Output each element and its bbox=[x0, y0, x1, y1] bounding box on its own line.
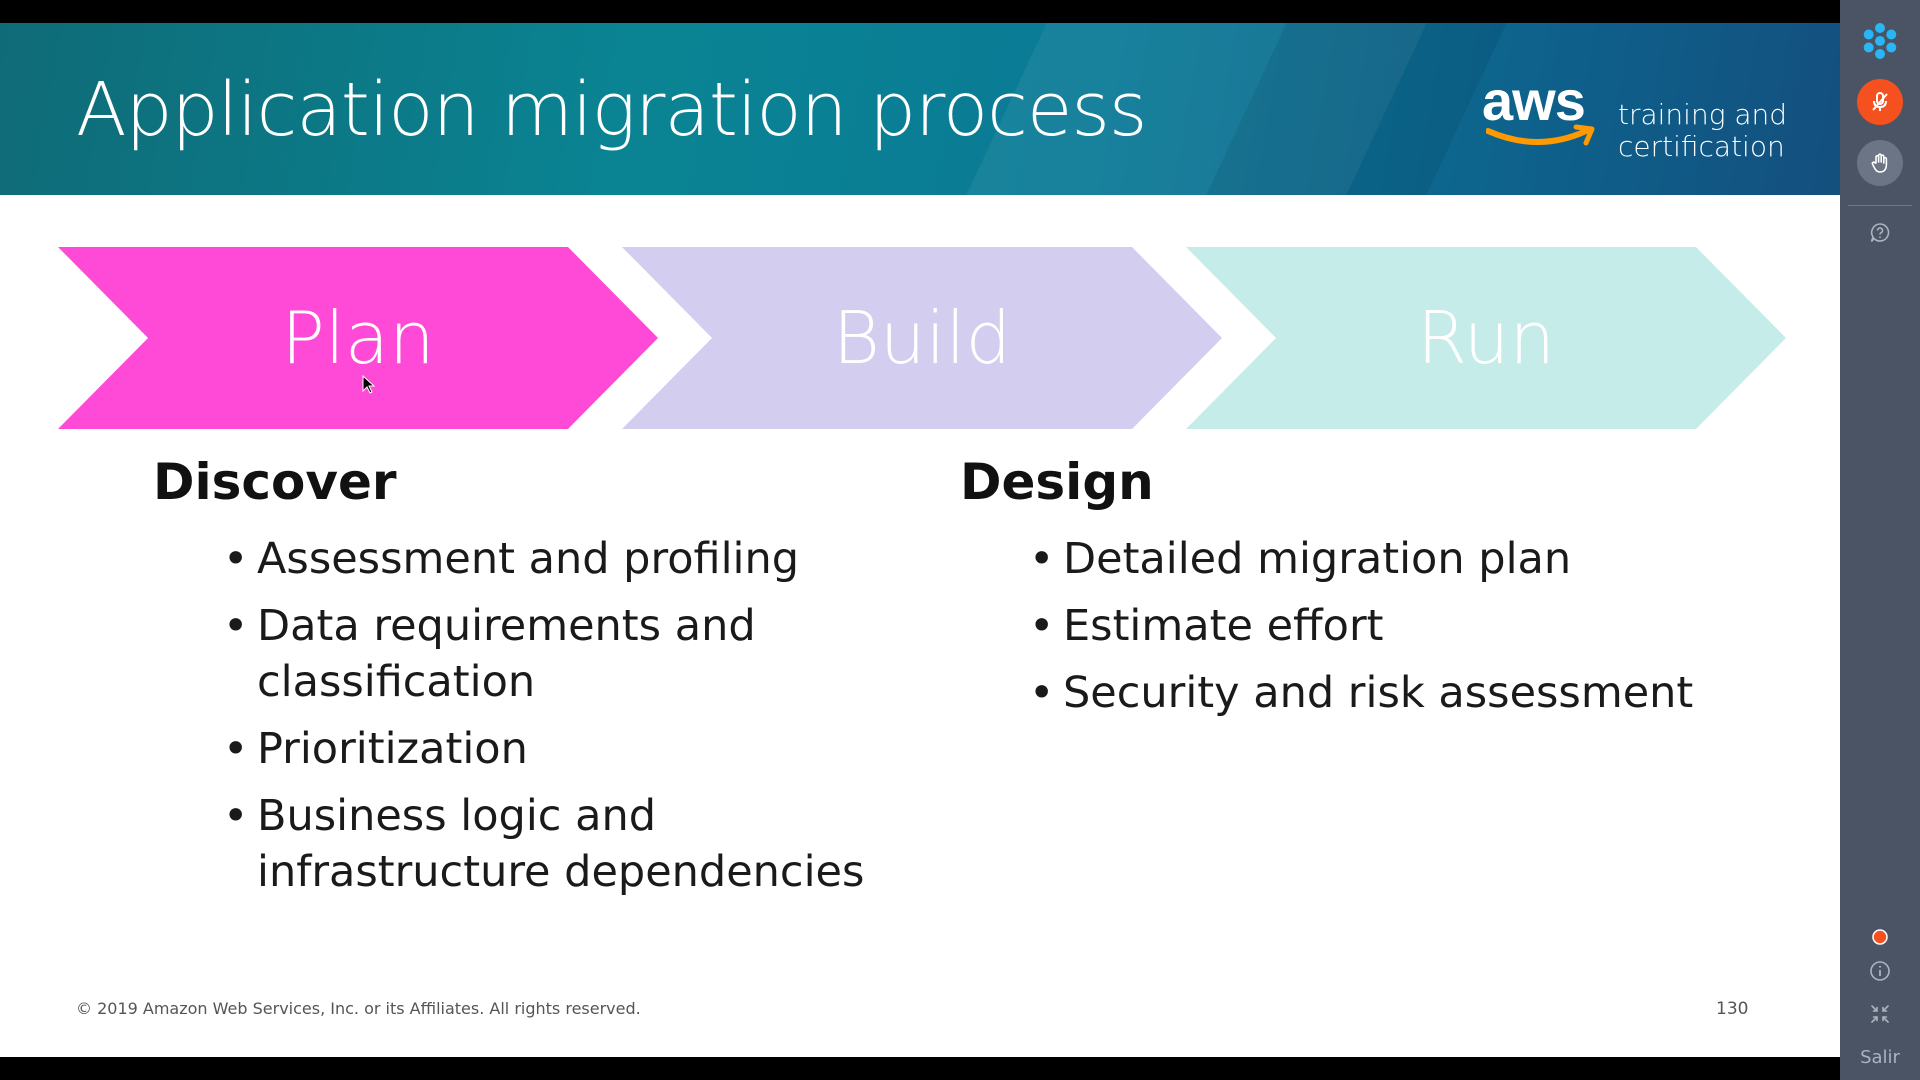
slide-header: Application migration process aws traini… bbox=[0, 23, 1840, 195]
microphone-muted-icon bbox=[1857, 79, 1903, 125]
bullet-glyph: • bbox=[1029, 601, 1055, 651]
list-item: •Assessment and profiling bbox=[223, 531, 923, 587]
sidebar-divider bbox=[1848, 205, 1912, 206]
presentation-slide: Application migration process aws traini… bbox=[0, 23, 1840, 1057]
bullet-glyph: • bbox=[1029, 534, 1055, 584]
recording-indicator bbox=[1840, 925, 1920, 949]
app-logo-icon bbox=[1863, 23, 1897, 59]
copyright-notice: © 2019 Amazon Web Services, Inc. or its … bbox=[76, 999, 641, 1018]
slide-page-number: 130 bbox=[1716, 999, 1749, 1019]
chevron-shape bbox=[622, 247, 1222, 429]
microphone-toggle-button[interactable] bbox=[1840, 77, 1920, 127]
chevron-shape bbox=[1186, 247, 1786, 429]
phase-chevron-run: Run bbox=[1186, 247, 1786, 429]
phase-label-run: Run bbox=[1416, 296, 1556, 380]
aws-tagline-line1: training and bbox=[1618, 98, 1788, 131]
app-logo-button[interactable] bbox=[1840, 16, 1920, 66]
discover-heading: Discover bbox=[153, 453, 397, 511]
bullet-glyph: • bbox=[223, 724, 249, 774]
aws-tagline-line2: certification bbox=[1618, 130, 1785, 163]
bullet-glyph: • bbox=[223, 534, 249, 584]
chevron-shape bbox=[58, 247, 658, 429]
design-list: •Detailed migration plan •Estimate effor… bbox=[1029, 531, 1809, 732]
info-button[interactable] bbox=[1840, 957, 1920, 985]
help-icon bbox=[1870, 223, 1890, 243]
phase-chevron-build: Build bbox=[622, 247, 1222, 429]
bullet-glyph: • bbox=[223, 791, 249, 841]
phase-label-plan: Plan bbox=[281, 296, 435, 380]
exit-button[interactable]: Salir bbox=[1860, 1047, 1900, 1068]
discover-list: •Assessment and profiling •Data requirem… bbox=[223, 531, 923, 911]
aws-wordmark: aws bbox=[1482, 69, 1586, 132]
list-item: •Detailed migration plan bbox=[1029, 531, 1809, 587]
meeting-sidebar: Salir bbox=[1840, 0, 1920, 1080]
bullet-glyph: • bbox=[1029, 668, 1055, 718]
list-item: •Prioritization bbox=[223, 721, 923, 777]
design-heading: Design bbox=[960, 453, 1154, 511]
list-item: •Estimate effort bbox=[1029, 598, 1809, 654]
mouse-cursor-icon bbox=[362, 375, 376, 394]
list-item: •Security and risk assessment bbox=[1029, 665, 1809, 721]
list-item: •Business logic and infrastructure depen… bbox=[223, 788, 923, 900]
info-icon bbox=[1870, 961, 1890, 981]
phase-chevron-plan: Plan bbox=[58, 247, 658, 429]
aws-tagline: training and certification bbox=[1618, 99, 1787, 163]
phase-label-build: Build bbox=[832, 296, 1012, 380]
recording-indicator-icon bbox=[1872, 929, 1888, 945]
raise-hand-button[interactable] bbox=[1840, 138, 1920, 188]
bullet-glyph: • bbox=[223, 601, 249, 651]
collapse-button[interactable] bbox=[1840, 1000, 1920, 1028]
aws-smile-icon bbox=[1486, 124, 1595, 146]
raise-hand-icon bbox=[1857, 140, 1903, 186]
collapse-icon bbox=[1871, 1005, 1889, 1023]
aws-logo: aws bbox=[1482, 73, 1602, 169]
list-item: •Data requirements and classification bbox=[223, 598, 923, 710]
slide-title: Application migration process bbox=[76, 67, 1147, 153]
help-button[interactable] bbox=[1840, 218, 1920, 248]
